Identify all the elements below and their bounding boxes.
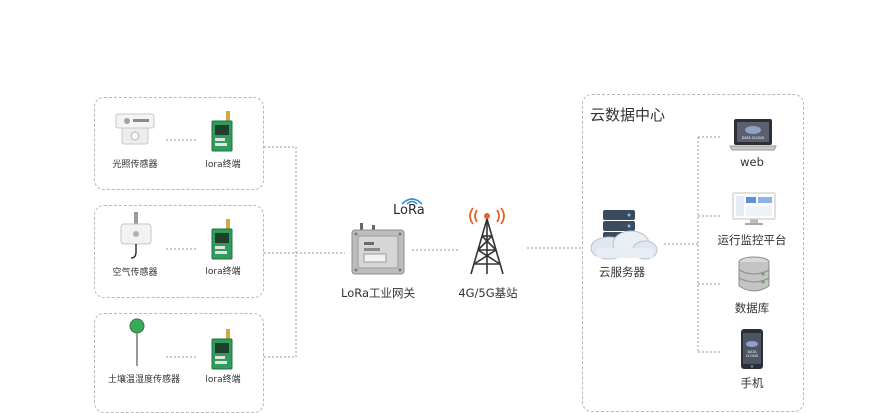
sensor-label-air: 空气传感器: [112, 268, 158, 278]
monitor-platform-icon: [732, 192, 776, 225]
gateway-label: LoRa工业网关: [340, 286, 416, 300]
lora-terminal-icon: [211, 111, 233, 152]
laptop-web-icon: [729, 119, 777, 151]
laptop-screen-text: DATA CLOUD: [741, 136, 765, 140]
cloud-server-icon: [590, 210, 658, 260]
light-sensor-icon: [115, 113, 155, 145]
connection-lines: [166, 136, 722, 358]
cloud-server-label: 云服务器: [599, 265, 645, 279]
base-station-label: 4G/5G基站: [458, 286, 518, 300]
sensor-label-light: 光照传感器: [112, 160, 158, 170]
client-label-web: web: [740, 155, 764, 169]
lora-badge: LoRa: [393, 203, 425, 218]
phone-screen-text: DATA CLOUD: [745, 350, 759, 358]
client-label-database: 数据库: [734, 301, 770, 315]
lora-gateway-icon: [351, 223, 405, 275]
lora-terminal-icon: [211, 219, 233, 260]
mobile-phone-icon: [741, 329, 763, 369]
air-sensor-icon: [120, 212, 152, 259]
client-label-monitoring: 运行监控平台: [717, 233, 787, 247]
soil-sensor-icon: [129, 318, 145, 366]
lora-signal-icon: [401, 198, 423, 205]
lora-terminal-label: lora终端: [205, 375, 241, 385]
lora-terminal-label: lora终端: [205, 267, 241, 277]
sensor-label-soil: 土壤温湿度传感器: [107, 375, 180, 385]
datacenter-title: 云数据中心: [590, 106, 666, 124]
client-label-phone: 手机: [740, 376, 764, 390]
sensor-group-box-1: [94, 97, 264, 190]
lora-terminal-icon: [211, 329, 233, 370]
sensor-group-box-2: [94, 205, 264, 298]
database-icon: [738, 256, 770, 292]
sensor-group-box-3: [94, 313, 264, 413]
base-station-tower-icon: [469, 207, 505, 275]
lora-terminal-label: lora终端: [205, 160, 241, 170]
